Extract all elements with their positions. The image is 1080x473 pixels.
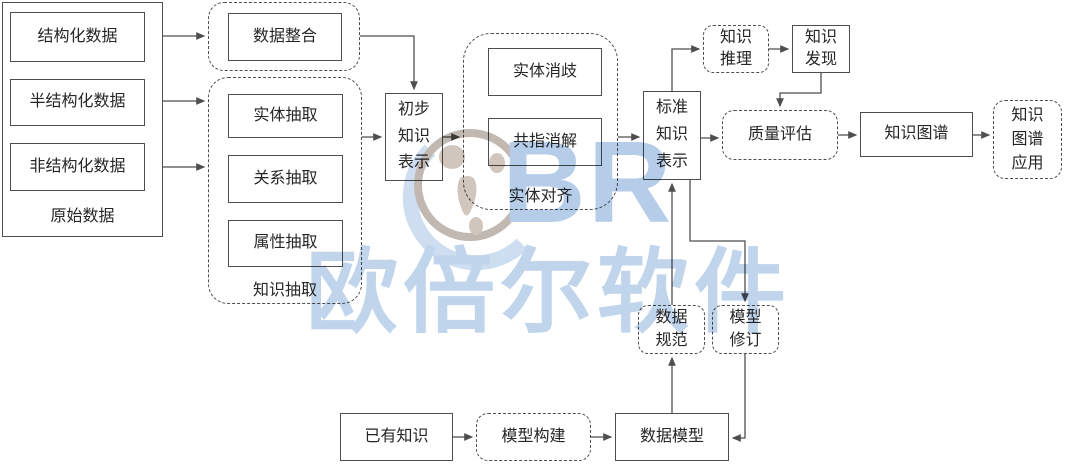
node-existing-knowledge: 已有知识 (340, 413, 453, 461)
label-knowledge-extraction: 知识抽取 (252, 282, 317, 299)
arrow-data-integration-to-preliminary (360, 35, 418, 91)
node-knowledge-graph: 知识图谱 (860, 112, 973, 157)
node-quality-evaluation: 质量评估 (722, 110, 838, 160)
node-knowledge-reasoning: 知识 推理 (703, 25, 769, 73)
node-data-specification: 数据 规范 (638, 305, 705, 354)
node-relation-extraction: 关系抽取 (228, 155, 343, 203)
node-structured-data: 结构化数据 (10, 12, 145, 62)
node-model-revision: 模型 修订 (712, 305, 779, 354)
node-attribute-extraction: 属性抽取 (228, 220, 343, 267)
node-entity-disambiguation: 实体消歧 (488, 48, 602, 96)
node-data-model: 数据模型 (615, 413, 729, 461)
node-coreference-resolution: 共指消解 (488, 118, 602, 166)
arrow-knowledge-discovery-to-quality-evaluation (776, 73, 822, 108)
arrow-model-revision-to-data-model (731, 354, 746, 442)
arrow-standard-to-knowledge-reasoning (671, 45, 701, 91)
label-raw-data: 原始数据 (50, 208, 115, 225)
node-semi-structured-data: 半结构化数据 (10, 79, 145, 126)
node-unstructured-data: 非结构化数据 (10, 143, 145, 191)
node-standard-knowledge-representation: 标准 知识 表示 (643, 91, 701, 180)
node-preliminary-knowledge-representation: 初步 知识 表示 (385, 93, 443, 181)
node-data-integration: 数据整合 (228, 13, 342, 61)
node-entity-extraction: 实体抽取 (228, 94, 343, 138)
label-entity-alignment: 实体对齐 (508, 188, 573, 205)
node-model-building: 模型构建 (476, 413, 591, 461)
node-knowledge-graph-application: 知识 图谱 应用 (993, 100, 1062, 179)
arrow-standard-to-model-revision (689, 180, 749, 303)
node-knowledge-discovery: 知识 发现 (792, 25, 850, 73)
